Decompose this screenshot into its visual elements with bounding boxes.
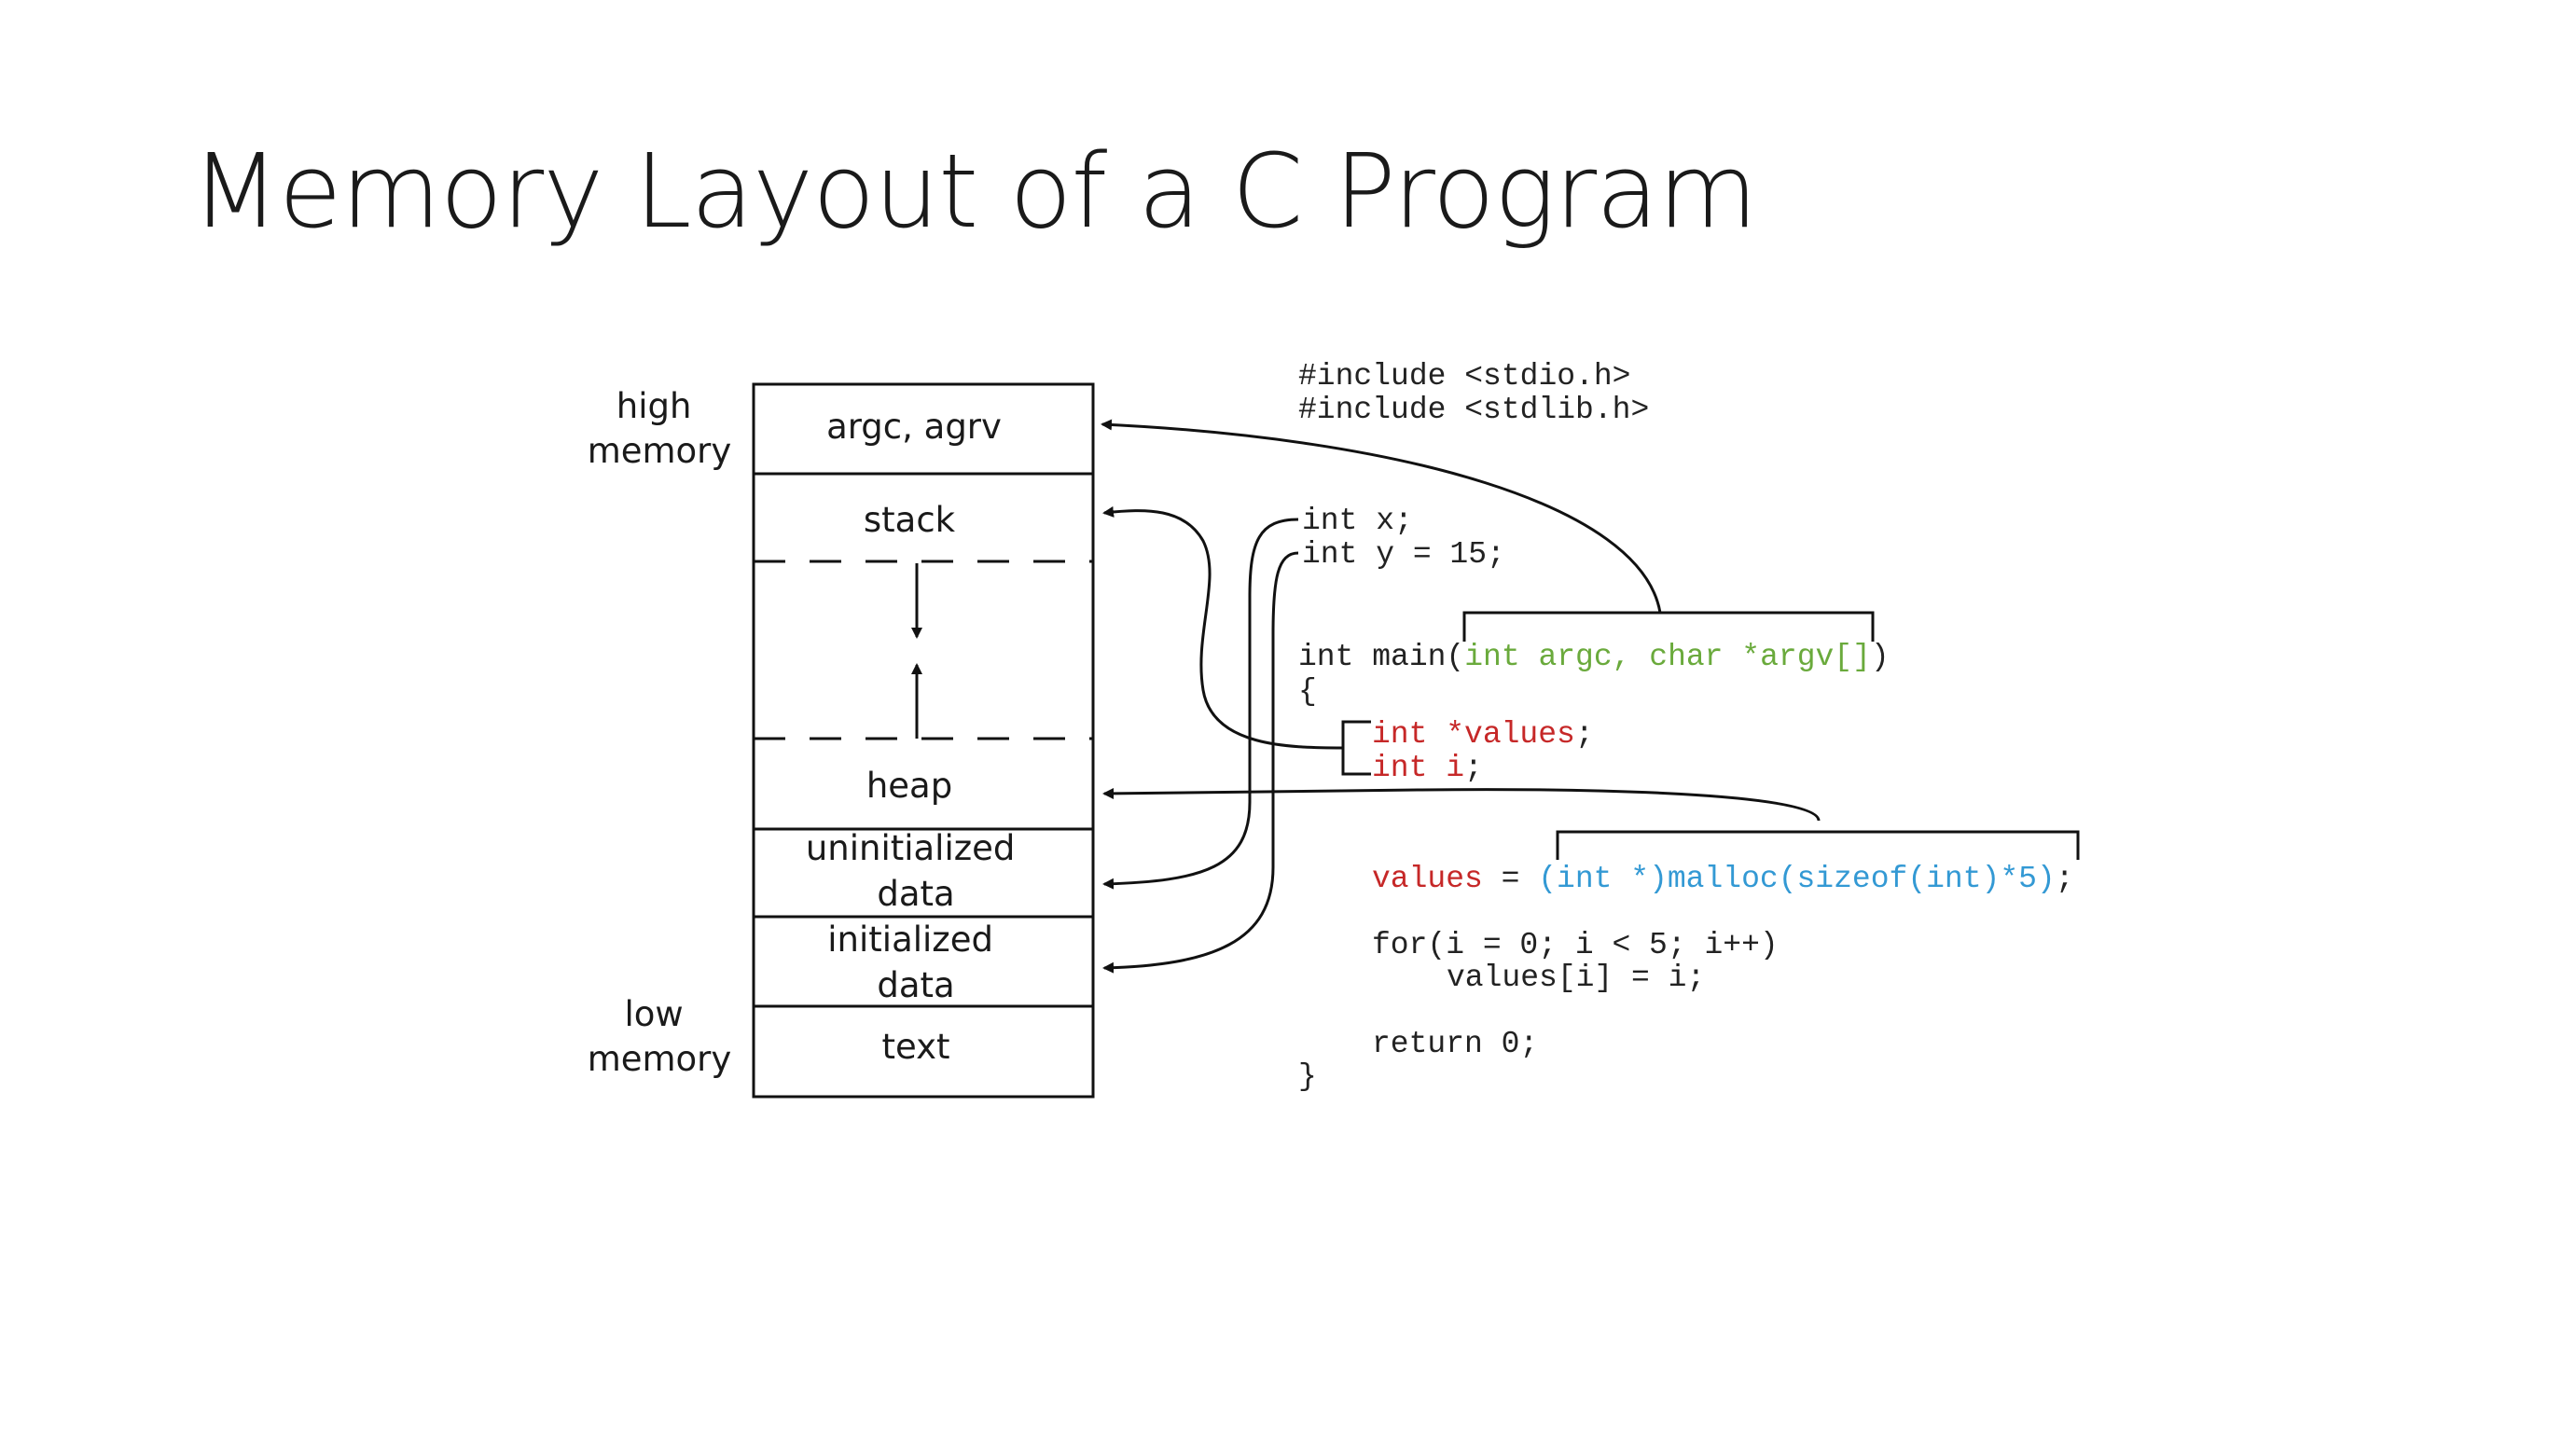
code-token: return 0;	[1372, 1027, 1538, 1061]
arrow-y-to-initialized	[1102, 551, 1299, 974]
segment-heap: heap	[866, 766, 952, 806]
arrow-argv-to-argc-argv	[1101, 419, 1662, 614]
slide-title: Memory Layout of a C Program	[191, 131, 1758, 251]
code-line-return: return 0;	[1372, 1027, 1538, 1061]
arrow-malloc-to-heap	[1102, 787, 1821, 822]
code-line-decl-x: int x;	[1302, 504, 1413, 538]
arrow-locals-to-stack	[1102, 505, 1344, 750]
code-token: ;	[2056, 862, 2074, 896]
code-listing: #include <stdio.h> #include <stdlib.h> i…	[1298, 359, 2074, 1094]
code-line-decl-values: int *values;	[1372, 717, 1594, 752]
code-token: int x;	[1302, 504, 1413, 538]
code-line-include-stdlib: #include <stdlib.h>	[1298, 393, 1649, 427]
segment-text: text	[881, 1027, 949, 1067]
memory-block-outline	[752, 382, 1095, 1099]
code-token: {	[1298, 674, 1317, 709]
segment-stack: stack	[864, 500, 956, 540]
code-token: }	[1298, 1059, 1317, 1094]
code-token: (int *)malloc(sizeof(int)*5)	[1538, 862, 2056, 896]
code-token: int y = 15;	[1302, 537, 1505, 572]
code-line-assign: values[i] = i;	[1447, 961, 1705, 995]
argv-bracket	[1462, 611, 1875, 642]
malloc-bracket	[1556, 830, 2080, 860]
code-token: int argc, char *argv[]	[1464, 640, 1871, 674]
low-memory-label: low memory	[588, 994, 732, 1079]
segment-argc-argv: argc, agrv	[826, 407, 1002, 447]
code-line-malloc: values = (int *)malloc(sizeof(int)*5);	[1372, 862, 2074, 896]
code-line-close-brace: }	[1298, 1059, 1317, 1094]
code-token: int *values	[1372, 717, 1575, 752]
code-token: ;	[1464, 751, 1483, 785]
code-line-main-signature: int main(int argc, char *argv[])	[1298, 640, 1890, 674]
code-token: #include <stdio.h>	[1298, 359, 1630, 394]
code-token: )	[1871, 640, 1890, 674]
code-token: values	[1372, 862, 1483, 896]
locals-bracket	[1341, 720, 1371, 776]
code-token: ;	[1575, 717, 1594, 752]
code-token: =	[1483, 862, 1538, 896]
segment-initialized-data: initialized data	[827, 919, 1004, 1005]
code-line-decl-y: int y = 15;	[1302, 537, 1505, 572]
code-token: #include <stdlib.h>	[1298, 393, 1649, 427]
memory-block	[752, 382, 1095, 1099]
code-token: for(i = 0; i < 5; i++)	[1372, 928, 1779, 962]
code-token: int main(	[1298, 640, 1464, 674]
code-line-include-stdio: #include <stdio.h>	[1298, 359, 1630, 394]
segment-uninitialized-data: uninitialized data	[806, 828, 1026, 914]
high-memory-label: high memory	[588, 386, 732, 471]
code-line-for: for(i = 0; i < 5; i++)	[1372, 928, 1779, 962]
arrow-x-to-uninitialized	[1102, 518, 1299, 890]
code-token: int i	[1372, 751, 1464, 785]
code-token: values[i] = i;	[1447, 961, 1705, 995]
code-line-open-brace: {	[1298, 674, 1317, 709]
code-line-decl-i: int i;	[1372, 751, 1483, 785]
